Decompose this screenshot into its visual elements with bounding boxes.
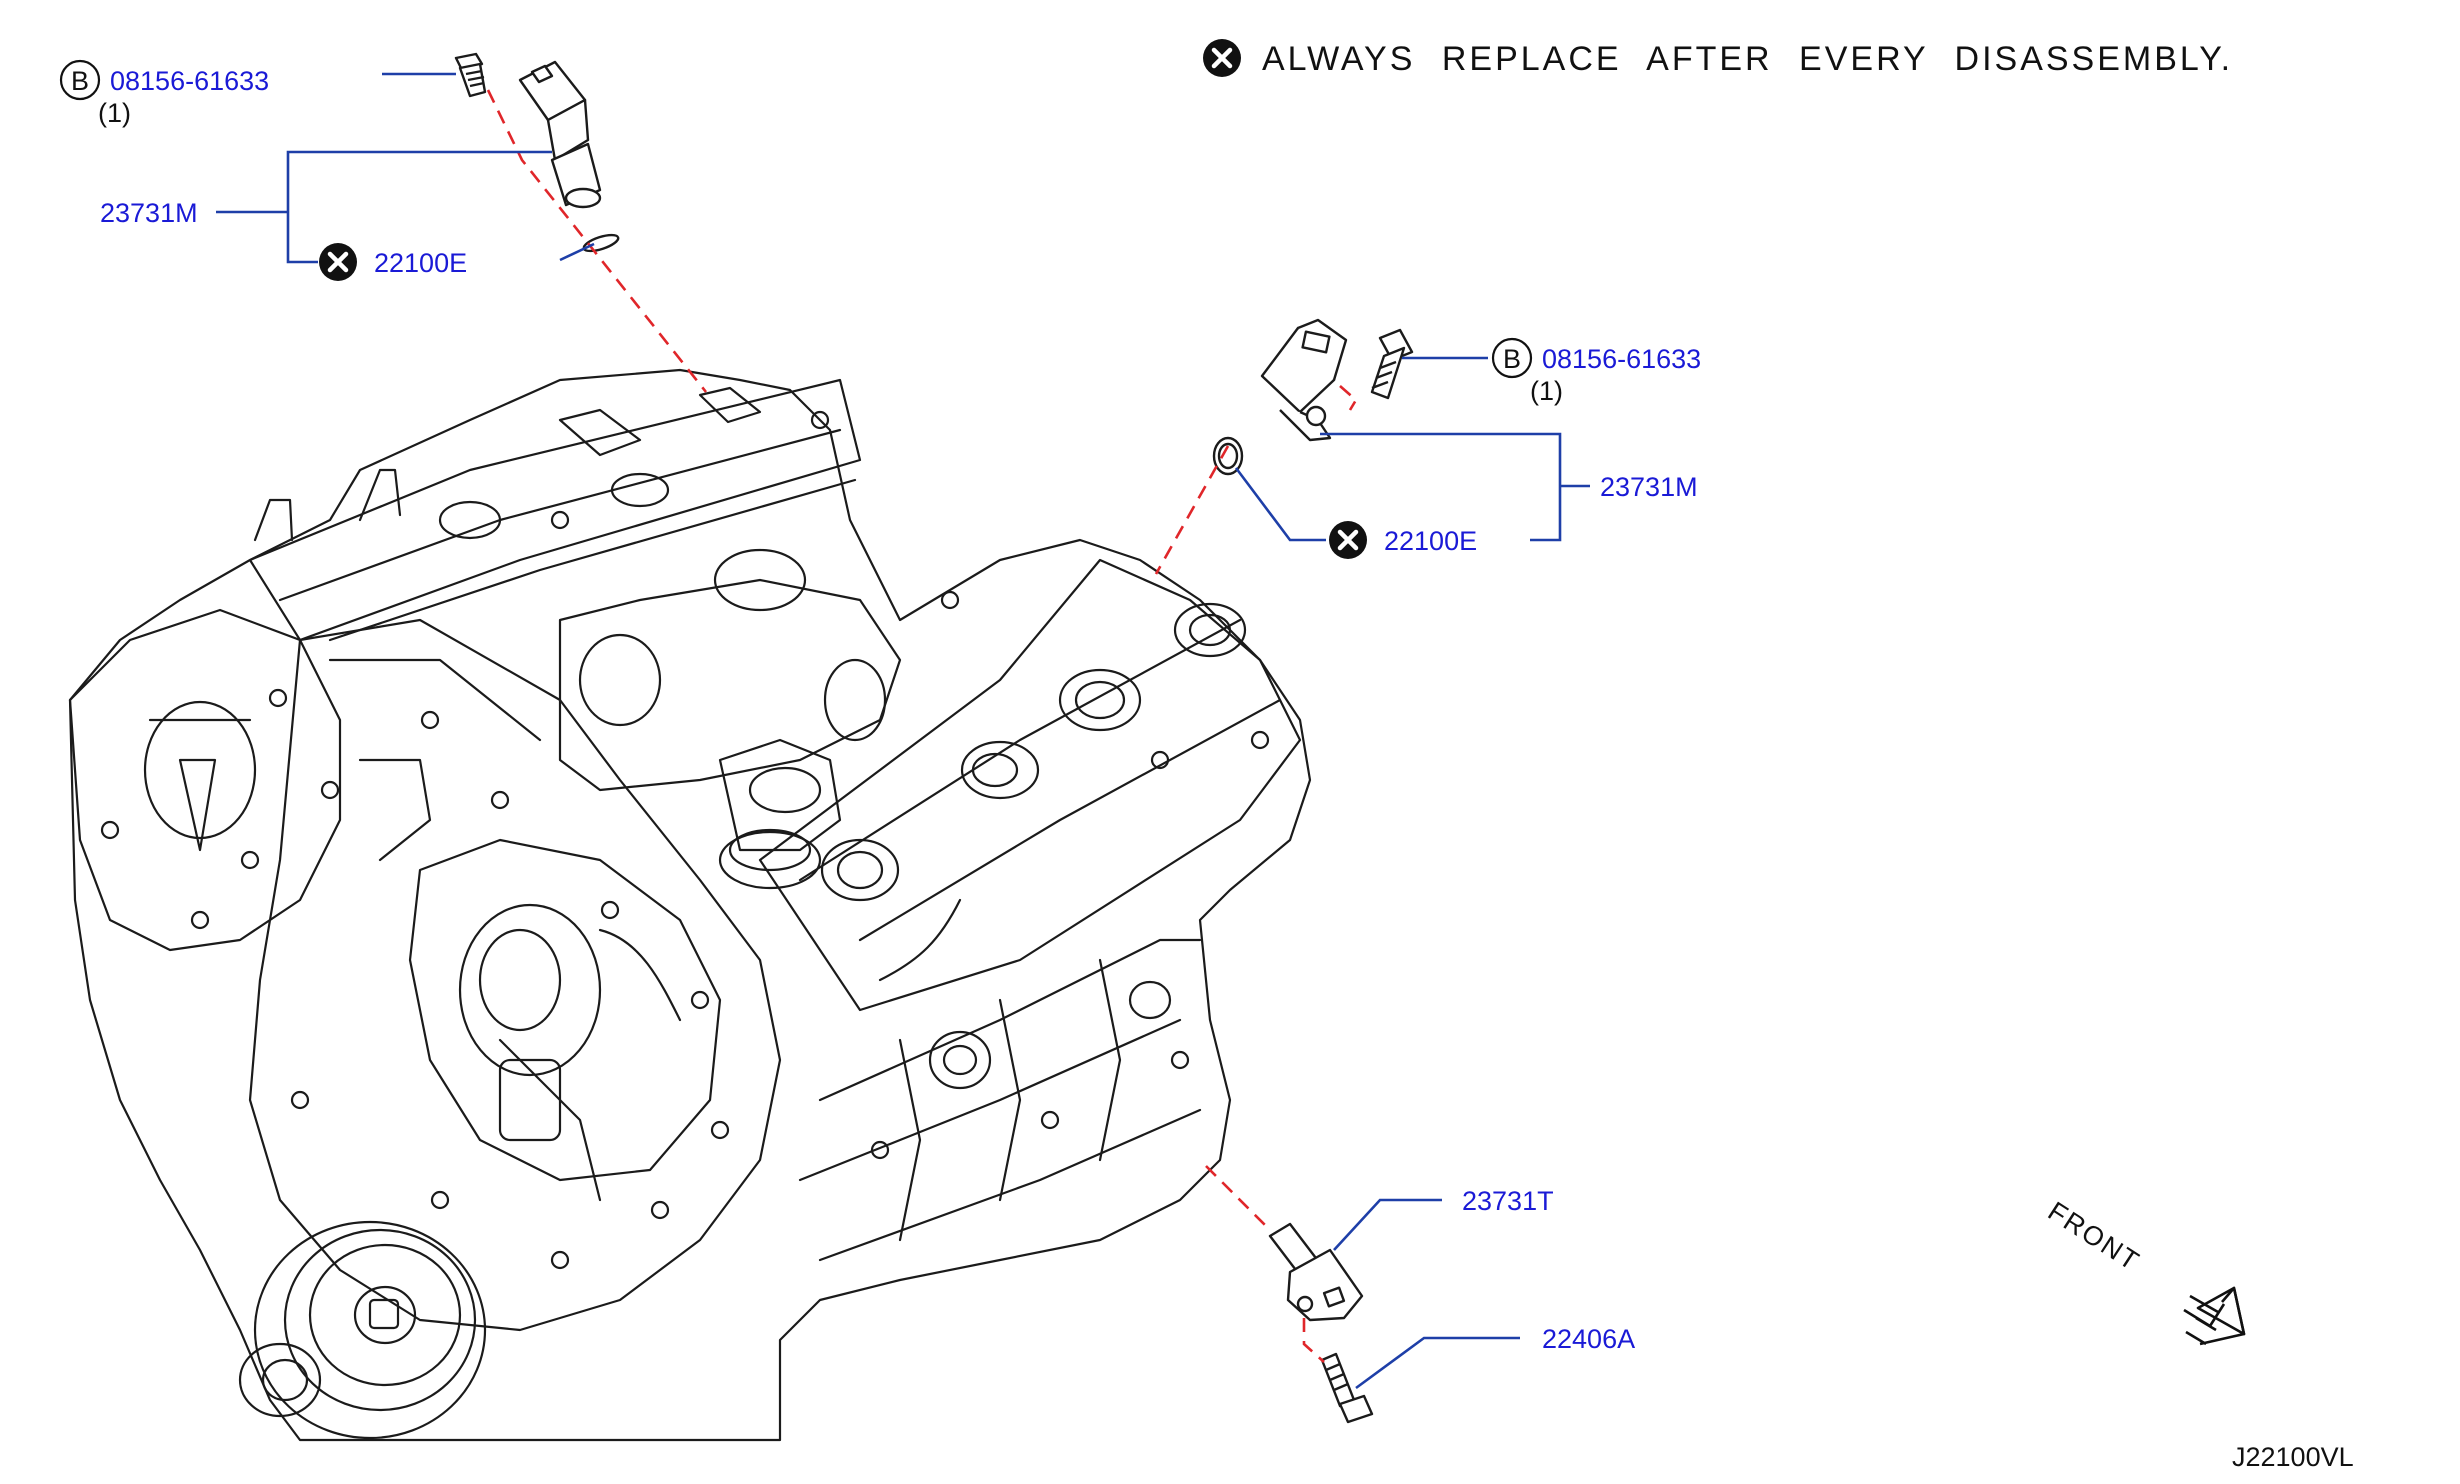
front-arrow-icon [2183,1286,2246,1346]
note-text: ALWAYS REPLACE AFTER EVERY DISASSEMBLY. [1262,40,2233,78]
quantity: (1) [98,98,131,128]
cam-sensor-top-left[interactable] [518,60,602,209]
callout-oring-right: 22100E [1329,521,1477,559]
b-letter: B [1503,344,1521,374]
callout-bolt-right: B 08156-61633 (1) [1491,337,1701,406]
leader-lines [216,72,1590,1390]
callout-bolt-top-left: B 08156-61633 (1) [59,59,269,128]
callout-sensor-right: 23731M [1600,472,1698,502]
install-paths [486,89,1358,1363]
replace-note: ALWAYS REPLACE AFTER EVERY DISASSEMBLY. [1203,39,2233,78]
x-circle-icon [1329,521,1367,559]
crank-bolt[interactable] [1320,1352,1374,1424]
x-circle-icon [319,243,357,281]
b-circle-icon [1491,337,1533,379]
x-circle-icon [1203,39,1241,77]
cam-sensor-right[interactable] [1260,318,1348,442]
part-number[interactable]: 23731M [100,198,198,228]
callout-crank-sensor: 23731T [1462,1186,1554,1216]
diagram-code: J22100VL [2232,1442,2354,1472]
part-number[interactable]: 08156-61633 [110,66,269,96]
crank-sensor[interactable] [1268,1222,1364,1322]
callout-sensor-top-left: 23731M [100,198,198,228]
part-number[interactable]: 23731M [1600,472,1698,502]
part-number[interactable]: 23731T [1462,1186,1554,1216]
oring-top-left[interactable] [582,232,620,255]
quantity: (1) [1530,376,1563,406]
front-label: FRONT [2043,1196,2146,1277]
part-number[interactable]: 22100E [1384,526,1477,556]
part-number[interactable]: 08156-61633 [1542,344,1701,374]
part-number[interactable]: 22100E [374,248,467,278]
front-indicator: FRONT [2043,1196,2246,1346]
bolt-right[interactable] [1370,328,1414,400]
bolt-top-left[interactable] [454,52,487,98]
callout-oring-top-left: 22100E [319,243,467,281]
b-circle-icon [59,59,101,101]
part-number[interactable]: 22406A [1542,1324,1635,1354]
b-letter: B [71,66,89,96]
callout-crank-bolt: 22406A [1542,1324,1635,1354]
oring-right[interactable] [1212,436,1244,476]
engine-assembly-drawing [68,368,1312,1442]
